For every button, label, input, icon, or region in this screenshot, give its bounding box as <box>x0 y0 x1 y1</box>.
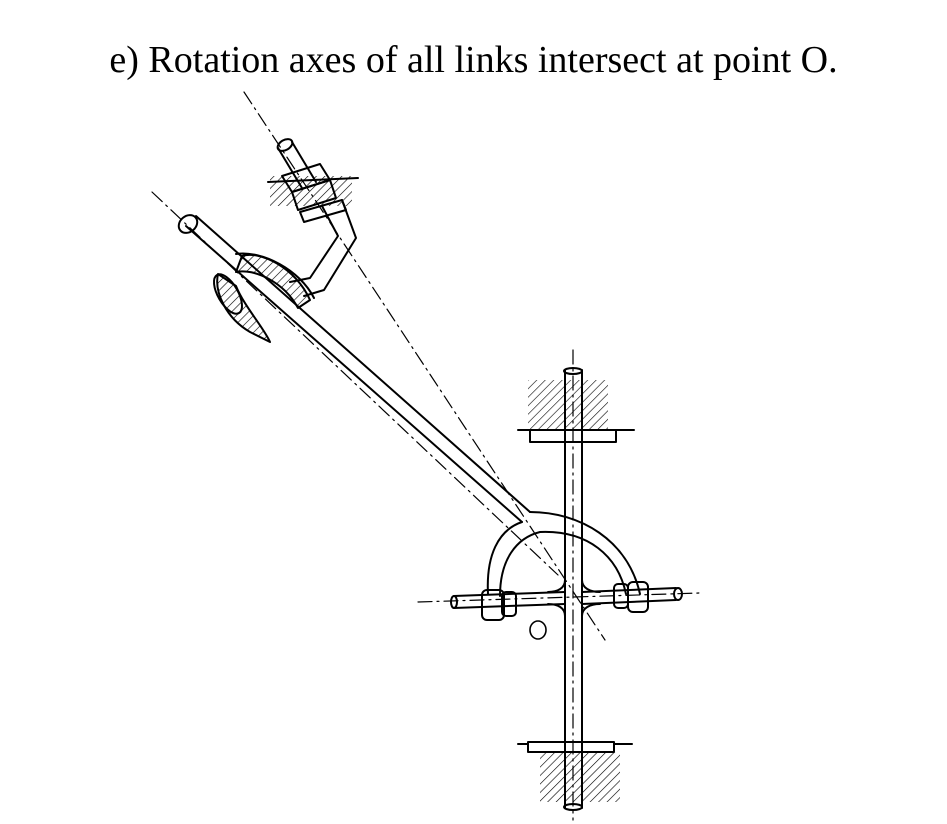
point-o-marker <box>529 620 547 640</box>
figure-caption: e) Rotation axes of all links intersect … <box>109 39 838 81</box>
cross-pin <box>450 579 683 621</box>
axis-lines <box>151 91 701 821</box>
horizontal-pin-axis <box>417 592 701 603</box>
long-link <box>177 214 641 597</box>
upper-shaft-axis <box>243 91 606 641</box>
long-link-axis <box>151 191 559 576</box>
link-collar <box>213 252 315 343</box>
vertical-shaft <box>517 367 635 811</box>
